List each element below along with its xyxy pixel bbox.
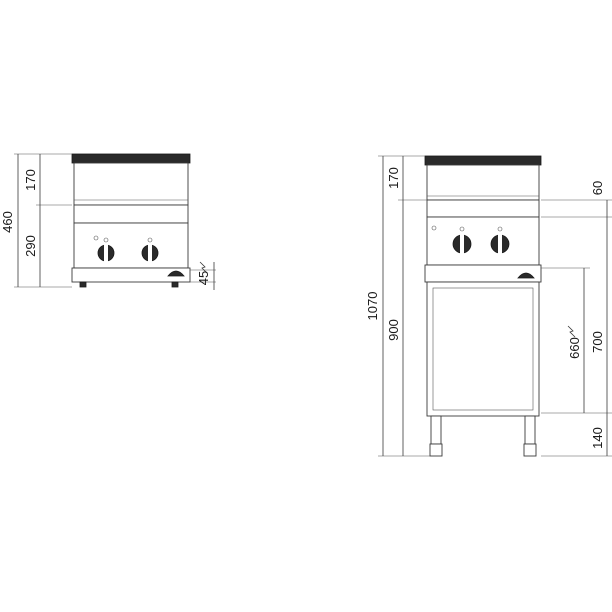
left-foot <box>79 281 87 288</box>
control-knob-icon <box>490 226 510 254</box>
dim-right-height-top: 900 <box>386 319 401 341</box>
right-upper-body <box>426 164 540 201</box>
dim-right-legs: 140 <box>590 427 605 449</box>
leg-foot <box>523 443 537 457</box>
dim-right-top-offset: 60 <box>590 181 605 195</box>
right-control-panel <box>426 216 540 266</box>
dim-right-top: 170 <box>386 167 401 189</box>
cabinet-opening <box>432 287 534 411</box>
control-knob-icon <box>141 237 159 262</box>
dim-left-panel: 290 <box>23 235 38 257</box>
right-unit-view: 1070 170 900 60 700 140 660 <box>365 155 612 457</box>
left-panel-lip <box>73 204 189 224</box>
control-knob-icon <box>452 226 472 254</box>
left-upper-body <box>73 162 189 206</box>
left-control-panel <box>73 222 189 269</box>
dim-right-electric: 660 <box>567 337 582 359</box>
indicator-lamp-icon <box>93 235 99 241</box>
control-knob-icon <box>97 237 115 262</box>
leg-foot <box>429 443 443 457</box>
dim-right-cabinet: 700 <box>590 331 605 353</box>
cabinet-leg <box>524 415 536 445</box>
cabinet-leg <box>430 415 442 445</box>
dim-right-total: 1070 <box>365 292 380 321</box>
lightning-icon <box>199 261 208 274</box>
cabinet-frame <box>426 281 540 417</box>
brand-badge-icon <box>167 270 185 277</box>
left-base <box>71 267 191 283</box>
dim-left-feet: 45 <box>196 271 211 285</box>
left-foot <box>171 281 179 288</box>
dim-left-total: 460 <box>0 211 15 233</box>
right-top-plate <box>424 155 542 166</box>
dim-left-top: 170 <box>23 169 38 191</box>
left-unit-view: 460 170 290 45 <box>0 153 216 290</box>
left-top-plate <box>71 153 191 164</box>
brand-badge-icon <box>517 272 535 279</box>
right-panel-lip <box>426 199 540 218</box>
indicator-lamp-icon <box>431 225 437 231</box>
lightning-icon <box>567 325 576 338</box>
